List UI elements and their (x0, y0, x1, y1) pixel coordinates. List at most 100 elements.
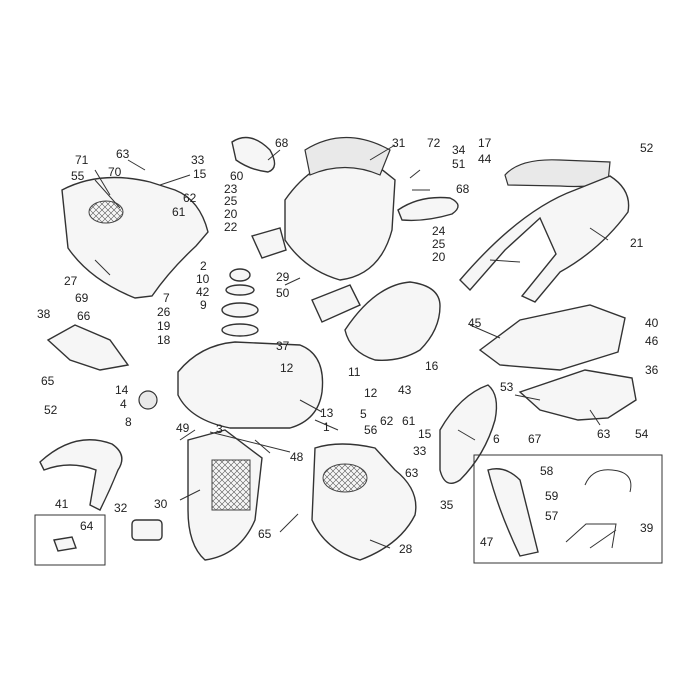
rider-seat (344, 281, 441, 361)
fuel-tap (138, 390, 158, 410)
fuel-tank (177, 341, 324, 429)
label-63-b: 63 (405, 466, 419, 480)
right-mirror (397, 196, 459, 222)
fairing-vent-grille (88, 200, 124, 224)
tank-cap-flange (221, 302, 259, 318)
label-56: 56 (364, 423, 378, 437)
label-15-a: 15 (193, 167, 207, 181)
label-53: 53 (500, 380, 514, 394)
label-61-a: 61 (172, 205, 186, 219)
label-60: 60 (230, 169, 244, 183)
label-38: 38 (37, 307, 51, 321)
label-46: 46 (645, 334, 659, 348)
label-58: 58 (540, 464, 554, 478)
tank-cap-seal (221, 323, 259, 337)
label-33-a: 33 (191, 153, 205, 167)
label-12-b: 12 (364, 386, 378, 400)
label-7: 7 (163, 291, 170, 305)
label-9: 9 (200, 298, 207, 312)
label-17: 17 (478, 136, 492, 150)
label-10: 10 (196, 272, 210, 286)
label-20-a: 20 (224, 207, 238, 221)
label-68-b: 68 (456, 182, 470, 196)
label-45: 45 (468, 316, 482, 330)
left-intake-duct (46, 324, 130, 371)
inset-box (34, 514, 106, 566)
label-28: 28 (399, 542, 413, 556)
label-63-c: 63 (597, 427, 611, 441)
label-35: 35 (440, 498, 454, 512)
label-55: 55 (71, 169, 85, 183)
label-43: 43 (398, 383, 412, 397)
label-24: 24 (432, 224, 446, 238)
grab-handle (584, 469, 632, 493)
tank-cap-ring (229, 268, 251, 282)
label-52-b: 52 (44, 403, 58, 417)
label-30: 30 (154, 497, 168, 511)
label-44: 44 (478, 152, 492, 166)
label-31: 31 (392, 136, 406, 150)
label-50: 50 (276, 286, 290, 300)
label-62-a: 62 (183, 191, 197, 205)
label-19: 19 (157, 319, 171, 333)
label-26: 26 (157, 305, 171, 319)
label-59: 59 (545, 489, 559, 503)
small-clip (53, 536, 77, 552)
label-12-a: 12 (280, 361, 294, 375)
label-68-a: 68 (275, 136, 289, 150)
label-47: 47 (480, 535, 494, 549)
rubber-bushing (131, 519, 163, 541)
leader-lines (94, 144, 609, 549)
label-66: 66 (77, 309, 91, 323)
label-16: 16 (425, 359, 439, 373)
label-71: 71 (75, 153, 89, 167)
tank-cap-gasket (225, 284, 255, 296)
label-33-b: 33 (413, 444, 427, 458)
windscreen (304, 136, 391, 176)
label-64: 64 (80, 519, 94, 533)
label-27: 27 (64, 274, 78, 288)
label-65-a: 65 (41, 374, 55, 388)
label-40: 40 (645, 316, 659, 330)
label-37: 37 (276, 339, 290, 353)
label-18: 18 (157, 333, 171, 347)
label-48: 48 (290, 450, 304, 464)
label-52-a: 52 (640, 141, 654, 155)
label-13: 13 (320, 406, 334, 420)
rear-fender-piece (487, 468, 539, 557)
label-36: 36 (645, 363, 659, 377)
label-29: 29 (276, 270, 290, 284)
label-22: 22 (224, 220, 238, 234)
label-32: 32 (114, 501, 128, 515)
right-air-duct (311, 284, 361, 323)
rear-hugger (439, 384, 498, 484)
label-25-a: 25 (224, 194, 238, 208)
tail-fairing (459, 175, 630, 303)
label-5: 5 (360, 407, 367, 421)
label-62-b: 62 (380, 414, 394, 428)
label-70: 70 (108, 165, 122, 179)
label-25-b: 25 (432, 237, 446, 251)
front-mudguard (39, 439, 123, 511)
label-51: 51 (452, 157, 466, 171)
label-72: 72 (427, 136, 441, 150)
rear-subframe (478, 304, 626, 371)
label-34: 34 (452, 143, 466, 157)
label-65-b: 65 (258, 527, 272, 541)
front-fairing (284, 157, 396, 281)
rear-undertray (518, 369, 637, 421)
label-41: 41 (55, 497, 69, 511)
left-air-duct (251, 227, 287, 259)
lower-fairing-grille (211, 459, 251, 511)
label-2: 2 (200, 259, 207, 273)
label-42: 42 (196, 285, 210, 299)
left-mirror (231, 136, 276, 173)
label-20-b: 20 (432, 250, 446, 264)
label-67: 67 (528, 432, 542, 446)
label-69: 69 (75, 291, 89, 305)
label-15-b: 15 (418, 427, 432, 441)
label-3: 3 (216, 422, 223, 436)
part-number-labels: 71 55 70 63 33 15 62 61 60 2 3 25 20 22 6… (37, 136, 659, 556)
